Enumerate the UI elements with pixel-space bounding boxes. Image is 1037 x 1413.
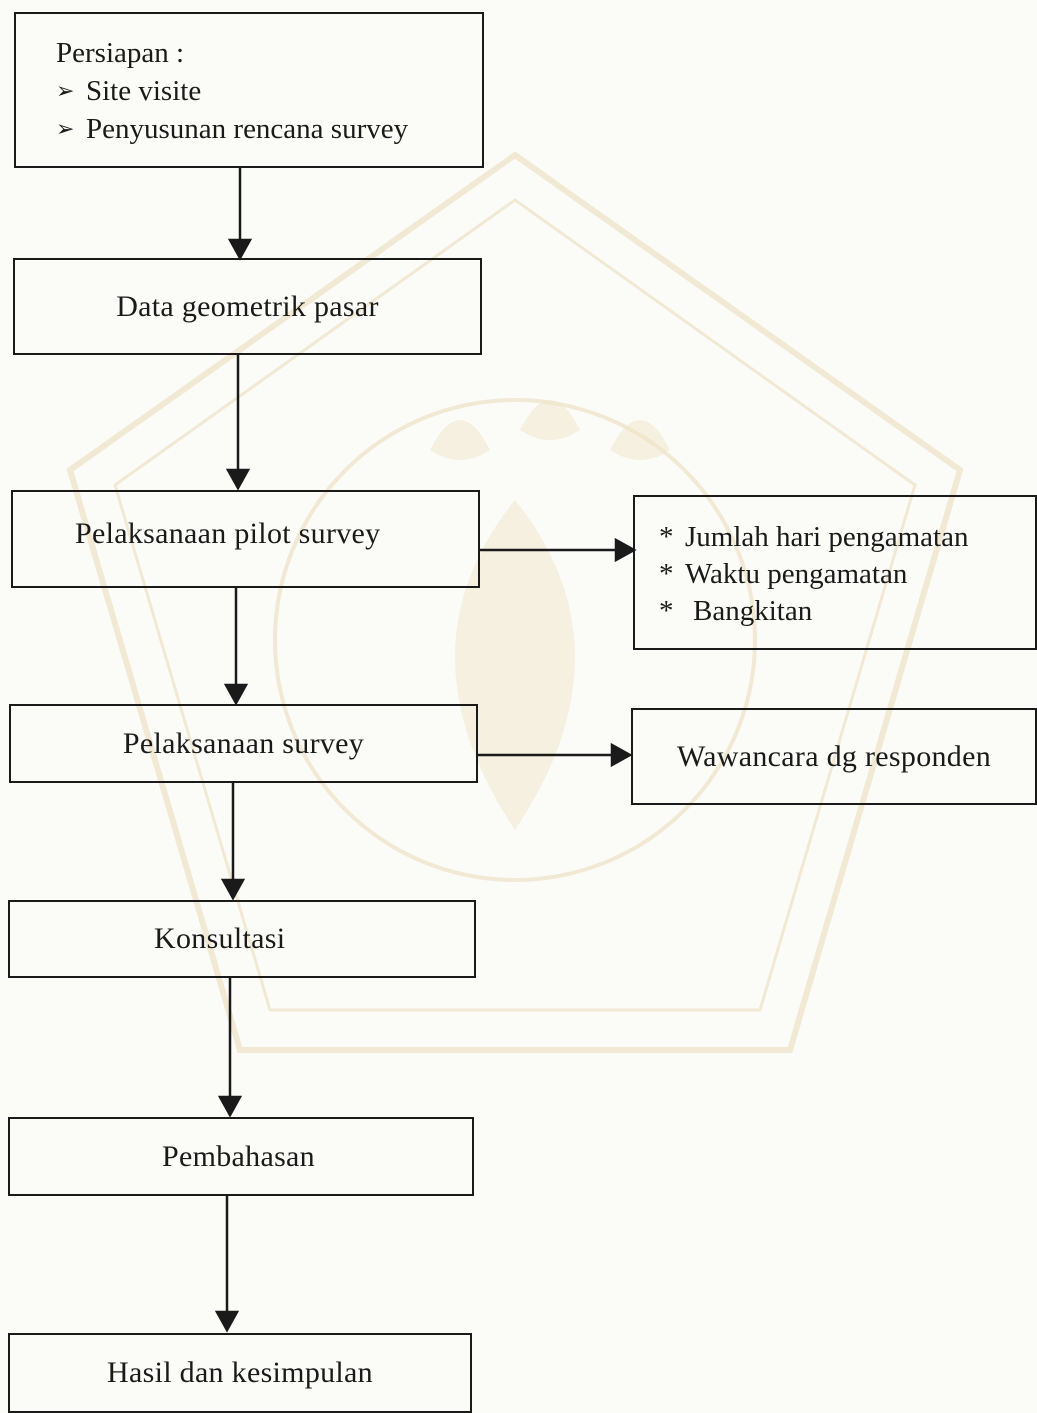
node-pilot-survey: Pelaksanaan pilot survey (11, 490, 480, 588)
persiapan-heading: Persiapan : (56, 34, 482, 72)
persiapan-item-text: Penyusunan rencana survey (86, 113, 409, 145)
persiapan-item: ➢ Site visite (56, 72, 482, 110)
node-label: Wawancara dg responden (676, 739, 992, 773)
arrow-bullet-icon: ➢ (56, 116, 75, 141)
node-konsultasi: Konsultasi (8, 900, 476, 978)
node-label: Data geometrik pasar (116, 289, 379, 323)
node-wawancara: Wawancara dg responden (631, 708, 1037, 805)
node-label: Pelaksanaan pilot survey (75, 517, 381, 550)
note-item-text: Jumlah hari pengamatan (685, 521, 969, 553)
arrowhead-1 (227, 238, 253, 261)
arrow-bullet-icon: ➢ (56, 78, 75, 103)
node-pembahasan: Pembahasan (8, 1117, 474, 1196)
node-label: Pelaksanaan survey (122, 726, 365, 760)
persiapan-item: ➢ Penyusunan rencana survey (56, 110, 482, 148)
arrowhead-6 (220, 878, 246, 901)
node-label: Pembahasan (162, 1139, 315, 1173)
arrowhead-3 (614, 537, 637, 563)
asterisk-bullet-icon: * (659, 558, 674, 590)
node-survey: Pelaksanaan survey (9, 704, 478, 783)
note-item-text: Waktu pengamatan (685, 558, 908, 590)
arrowhead-5 (610, 742, 633, 768)
arrowhead-4 (223, 683, 249, 706)
node-persiapan: Persiapan : ➢ Site visite ➢ Penyusunan r… (14, 12, 484, 168)
arrowhead-8 (214, 1310, 240, 1333)
note-item: * Jumlah hari pengamatan (659, 519, 1035, 556)
node-hasil: Hasil dan kesimpulan (8, 1333, 472, 1413)
arrowhead-7 (217, 1095, 243, 1118)
node-data-geometrik: Data geometrik pasar (13, 258, 482, 355)
persiapan-item-text: Site visite (86, 75, 202, 107)
node-pilot-notes: * Jumlah hari pengamatan * Waktu pengama… (633, 495, 1037, 650)
node-label: Hasil dan kesimpulan (107, 1356, 373, 1389)
node-label: Konsultasi (154, 922, 286, 955)
arrowhead-2 (225, 468, 251, 491)
note-item: * Waktu pengamatan (659, 556, 1035, 593)
asterisk-bullet-icon: * (659, 521, 674, 553)
note-item: * Bangkitan (659, 593, 1035, 630)
note-item-text: Bangkitan (693, 595, 813, 627)
persiapan-heading-text: Persiapan : (56, 37, 185, 69)
asterisk-bullet-icon: * (659, 595, 674, 627)
